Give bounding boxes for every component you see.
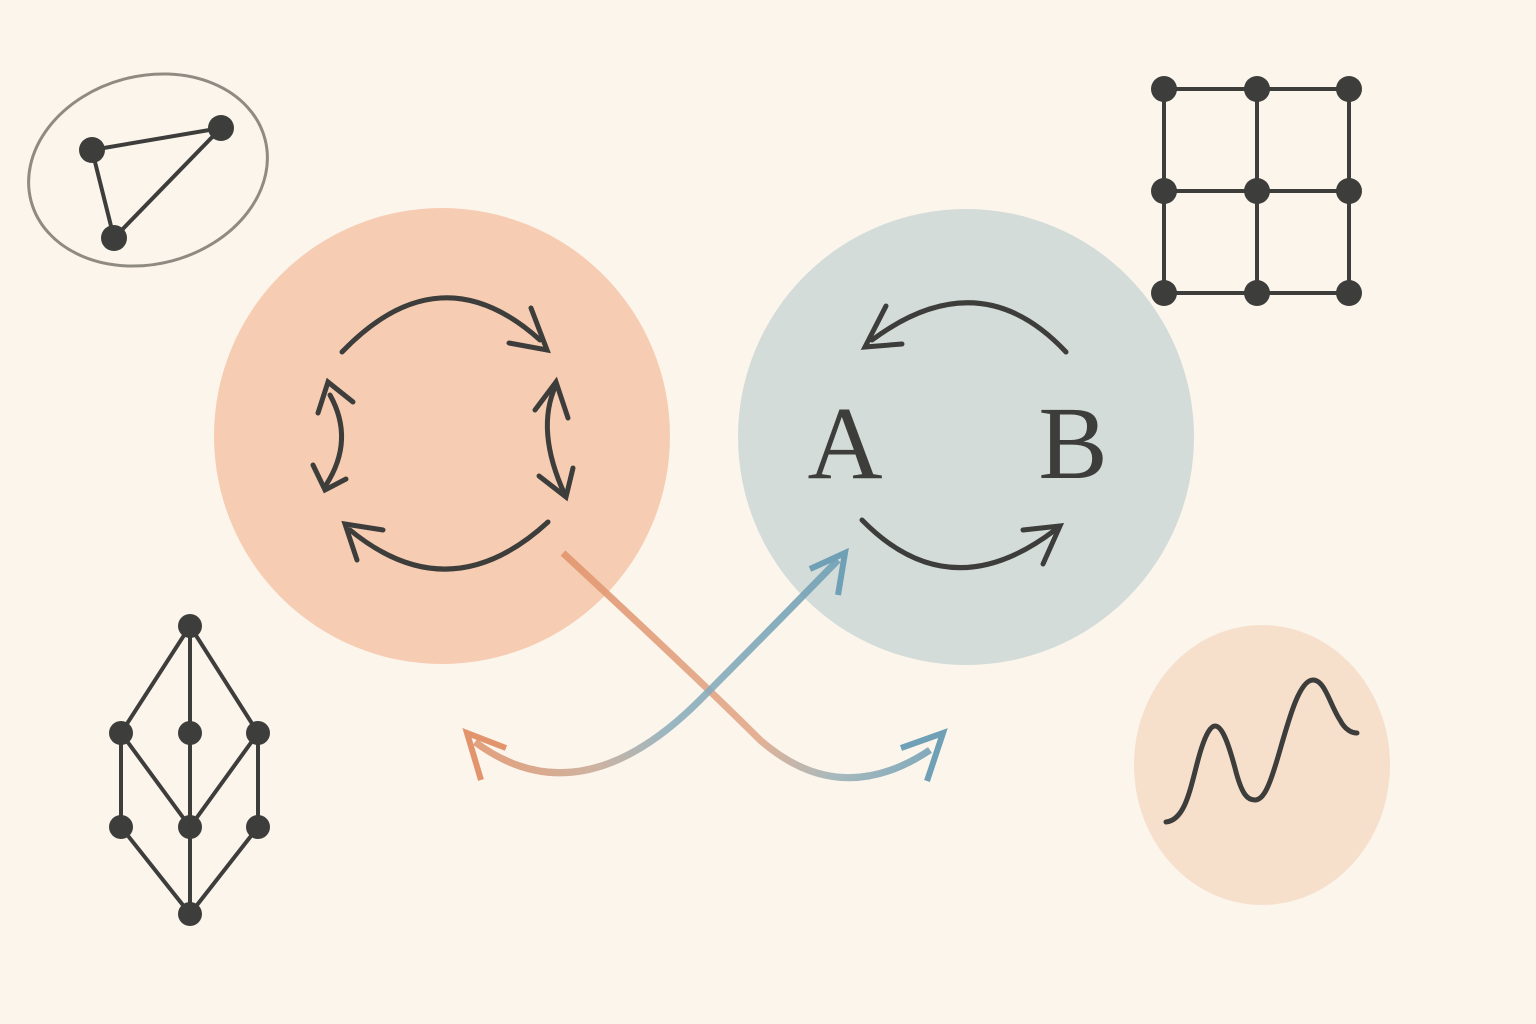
ab-circle — [738, 209, 1194, 665]
cycle-arrows-icon — [310, 295, 576, 572]
wave-circle — [1134, 625, 1390, 905]
cycle-circle — [214, 208, 670, 664]
wave-curve-icon — [1163, 677, 1360, 825]
ab-exchange-arrows-icon — [859, 300, 1069, 570]
lattice-graph-icon — [109, 614, 270, 926]
node-b-label: B — [1038, 386, 1107, 501]
triangle-graph-icon — [27, 72, 269, 268]
grid-graph-icon — [1151, 76, 1362, 306]
node-a-label: A — [807, 386, 882, 501]
crossing-arrows-icon — [462, 547, 948, 782]
